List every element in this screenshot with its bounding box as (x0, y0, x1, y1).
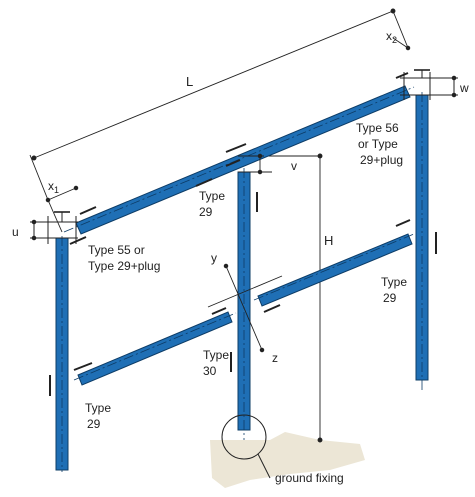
left-joint-bracket (30, 211, 78, 244)
x1-dimension (45, 185, 79, 233)
lower-right-rail (253, 219, 415, 313)
label-v: v (291, 159, 297, 173)
label-x1: x1 (48, 179, 59, 195)
v-dimension (238, 153, 272, 175)
label-type30-line1: Type (203, 348, 229, 362)
label-type55-line1: Type 55 or (88, 243, 145, 257)
ground-fixing-callout (221, 414, 271, 479)
ground-area (210, 432, 365, 488)
right-joint-bracket (400, 69, 458, 100)
left-column (49, 236, 69, 472)
label-type29-top-line2: 29 (199, 205, 213, 219)
label-type30-line2: 30 (203, 364, 217, 378)
joint-marks (69, 159, 241, 245)
label-type29-right-line2: 29 (383, 291, 397, 305)
label-z: z (272, 351, 278, 365)
label-type56-line2: or Type (358, 137, 398, 151)
label-type56-line1: Type 56 (356, 121, 399, 135)
label-y: y (211, 251, 217, 265)
dimension-H (264, 153, 323, 443)
x2-dimension (392, 37, 411, 51)
label-x2: x2 (386, 29, 397, 45)
section-axes (207, 263, 283, 353)
dimension-L (29, 8, 409, 201)
middle-column (230, 168, 258, 440)
label-ground-fixing: ground fixing (275, 471, 344, 485)
label-type29-bottom-line1: Type (85, 401, 111, 415)
label-u: u (12, 225, 19, 239)
label-type29-right-line1: Type (381, 275, 407, 289)
label-w: w (459, 81, 469, 95)
right-column (415, 92, 437, 392)
label-H: H (324, 233, 333, 248)
label-type55-line2: Type 29+plug (88, 259, 160, 273)
label-type56-line3: 29+plug (360, 153, 403, 167)
label-type29-top-line1: Type (199, 189, 225, 203)
label-L: L (186, 74, 193, 89)
label-type29-bottom-line2: 29 (87, 417, 101, 431)
lower-left-rail (73, 307, 237, 386)
